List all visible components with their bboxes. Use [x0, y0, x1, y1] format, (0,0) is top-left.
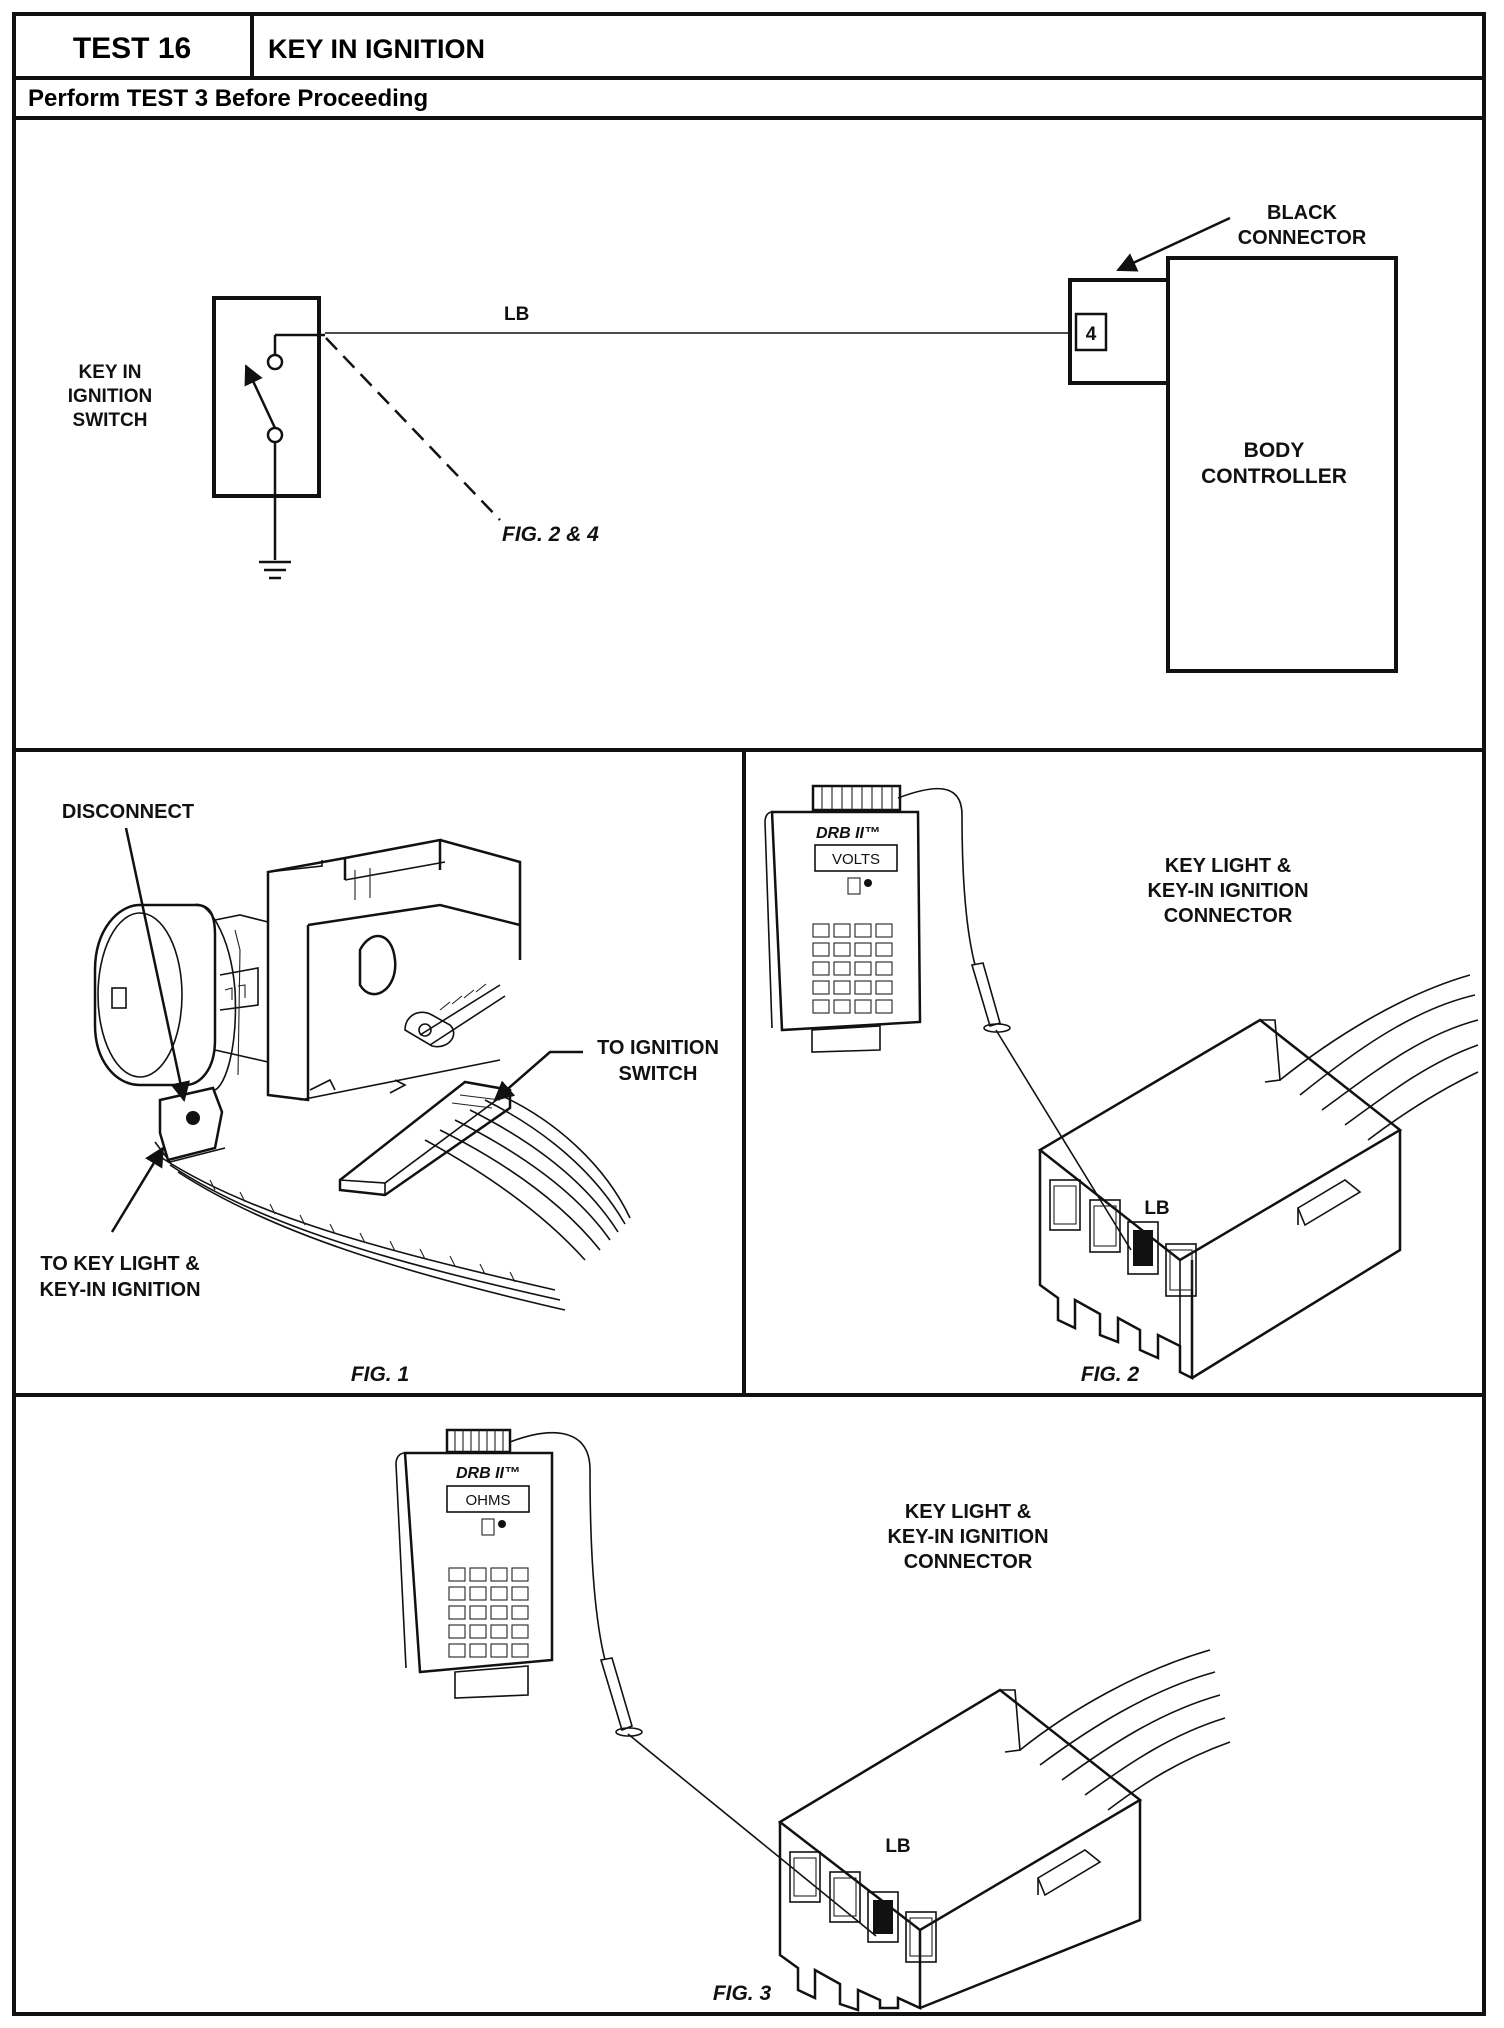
to-ignition-switch-label-line1: TO IGNITION — [597, 1037, 719, 1059]
fig2-lb-cavity — [1133, 1230, 1153, 1266]
switch-label-line3: SWITCH — [73, 410, 148, 431]
switch-label-line1: KEY IN — [78, 362, 141, 383]
switch-blade — [244, 364, 277, 429]
fig2-meter-brand: DRB II™ — [816, 825, 880, 842]
test-title: KEY IN IGNITION — [268, 34, 485, 64]
fig3-connector-label-line2: KEY-IN IGNITION — [887, 1526, 1048, 1548]
fig1-caption: FIG. 1 — [351, 1363, 409, 1386]
fig3-test-probe — [599, 1657, 877, 1937]
body-controller — [1166, 256, 1398, 673]
disconnect-point — [186, 1111, 200, 1125]
connector-callout-arrow — [1116, 216, 1231, 272]
to-ignition-switch-label-line2: SWITCH — [619, 1063, 698, 1085]
ignition-switch-connector-illustration — [338, 1080, 631, 1261]
switch-contact-top — [266, 353, 284, 371]
fig2-meter-display: VOLTS — [832, 851, 880, 868]
fig2-cavity-label: LB — [1144, 1198, 1169, 1219]
connector-callout-line1: BLACK — [1267, 202, 1338, 224]
test-number: TEST 16 — [73, 32, 191, 65]
switch-label-line2: IGNITION — [68, 386, 152, 407]
drb-ii-meter-ohms: DRB II™ OHMS — [395, 1428, 554, 1699]
fig2-connector-label-line1: KEY LIGHT & — [1165, 855, 1291, 877]
schematic-panel: KEY IN IGNITION SWITCH LB FIG. 2 & 4 4 B… — [68, 202, 1398, 673]
fig2-connector-label-line3: CONNECTOR — [1164, 905, 1293, 927]
fig2-test-probe — [970, 962, 1132, 1251]
fig3-cavity-label: LB — [885, 1836, 910, 1857]
fig2-panel: DRB II™ VOLTS — [764, 784, 1479, 1386]
key-light-connector-illustration — [154, 1086, 566, 1311]
fig3-connector-label-line1: KEY LIGHT & — [905, 1501, 1031, 1523]
fig2-connector-label-line2: KEY-IN IGNITION — [1147, 880, 1308, 902]
key-in-ignition-switch — [212, 296, 321, 498]
fig2-probe-lead — [897, 787, 976, 966]
switch-contact-bottom — [266, 426, 284, 444]
fig3-panel: DRB II™ OHMS — [395, 1428, 1231, 2012]
fig2-connector-illustration — [1037, 974, 1479, 1381]
fig3-connector-label-line3: CONNECTOR — [904, 1551, 1033, 1573]
drb-ii-meter-volts: DRB II™ VOLTS — [764, 784, 922, 1053]
figure-reference: FIG. 2 & 4 — [502, 523, 599, 546]
prerequisite-note: Perform TEST 3 Before Proceeding — [28, 85, 428, 112]
disconnect-label: DISCONNECT — [62, 801, 194, 823]
fig3-caption: FIG. 3 — [713, 1982, 772, 2005]
wire-label-lb: LB — [504, 304, 529, 325]
fig3-lb-cavity — [873, 1900, 893, 1934]
figure-reference-leader — [325, 337, 501, 521]
pin-number: 4 — [1086, 324, 1097, 345]
fig3-meter-display: OHMS — [466, 1492, 511, 1509]
fig3-probe-lead — [509, 1432, 606, 1661]
to-key-light-label-line2: KEY-IN IGNITION — [39, 1279, 200, 1301]
fig3-meter-brand: DRB II™ — [456, 1465, 520, 1482]
connector-pin-4 — [1074, 312, 1108, 352]
connector-callout-line2: CONNECTOR — [1238, 227, 1367, 249]
to-key-light-label-line1: TO KEY LIGHT & — [40, 1253, 199, 1275]
fig1-panel: DISCONNECT TO IGNITION SWITCH TO KEY LIG… — [39, 801, 718, 1386]
ignition-lock-housing-illustration — [93, 838, 522, 1102]
page-frame — [12, 12, 1486, 2016]
black-connector — [1068, 278, 1170, 385]
fig3-connector-illustration — [777, 1649, 1231, 2012]
ground-icon — [259, 560, 291, 580]
controller-label-line2: CONTROLLER — [1201, 465, 1347, 488]
fig2-caption: FIG. 2 — [1081, 1363, 1140, 1386]
controller-label-line1: BODY — [1244, 439, 1305, 462]
